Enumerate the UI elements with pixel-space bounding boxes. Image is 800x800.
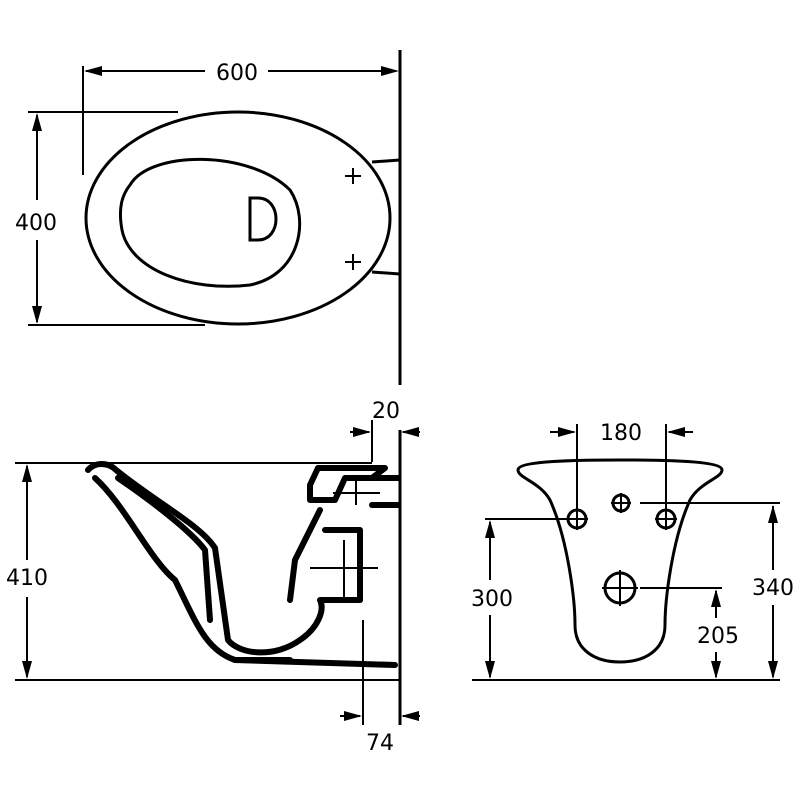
mounting-hole-left	[566, 508, 588, 530]
side-view: 20 410 74	[6, 399, 420, 756]
front-view: 180 300 340 205	[471, 421, 794, 681]
wall-bracket-upper	[371, 158, 401, 164]
dim-74-label: 74	[366, 731, 394, 756]
dim-410-label: 410	[6, 566, 48, 591]
mounting-bolt-lower	[345, 254, 361, 270]
dim-205-label: 205	[697, 624, 739, 649]
outlet-hole	[602, 570, 638, 606]
dim-20-label: 20	[372, 399, 400, 424]
dim-400-label: 400	[15, 211, 57, 236]
wall-bracket-lower	[371, 270, 401, 276]
bowl-outer-outline	[84, 110, 392, 326]
water-inlet-hole	[611, 493, 631, 513]
side-rear-rim	[307, 465, 388, 503]
dim-600-label: 600	[216, 61, 258, 86]
mounting-bolt-upper	[345, 168, 361, 184]
outlet-d-shape	[248, 196, 278, 242]
front-bowl-outline	[516, 458, 724, 664]
bowl-inner-outline	[118, 157, 302, 288]
top-view: 600 400	[15, 50, 402, 385]
side-bowl-profile	[85, 461, 363, 656]
dim-180-label: 180	[600, 421, 642, 446]
mounting-hole-right	[655, 508, 677, 530]
dim-340-label: 340	[752, 576, 794, 601]
dim-300-label: 300	[471, 587, 513, 612]
